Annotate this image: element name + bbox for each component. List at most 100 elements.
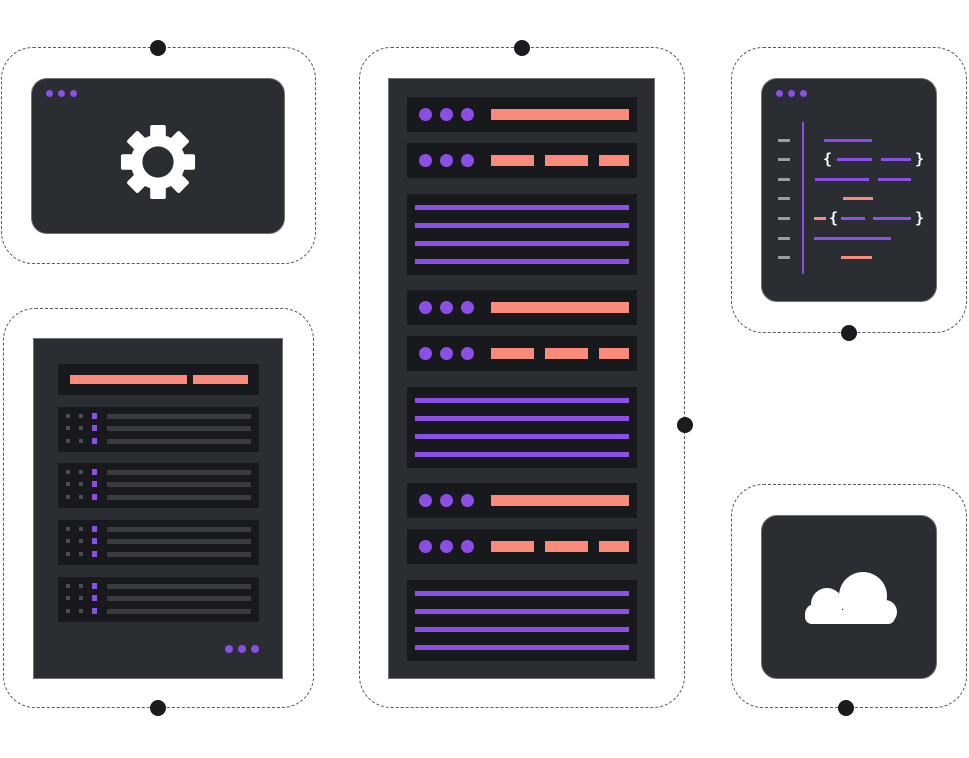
row-marker xyxy=(66,414,70,418)
close-brace: } xyxy=(915,150,925,168)
rack-unit xyxy=(407,336,637,371)
open-brace: { xyxy=(823,150,833,168)
rack-unit xyxy=(407,483,637,518)
row-marker xyxy=(79,482,83,486)
status-light xyxy=(440,301,453,314)
status-light xyxy=(461,154,474,167)
row-marker xyxy=(66,426,70,430)
line-number xyxy=(778,256,790,259)
vent-line xyxy=(415,259,629,264)
line-number xyxy=(778,139,790,142)
connector-dot xyxy=(841,325,857,341)
row-line xyxy=(107,414,251,419)
window-dot xyxy=(46,90,53,97)
row-line xyxy=(107,482,251,487)
status-light xyxy=(461,540,474,553)
vent-line xyxy=(415,241,629,246)
row-marker xyxy=(79,552,83,556)
row-marker xyxy=(66,596,70,600)
rack-panel xyxy=(407,194,637,275)
connector-dot xyxy=(514,40,530,56)
code-token xyxy=(873,217,911,220)
code-token xyxy=(841,256,872,259)
vent-line xyxy=(415,645,629,650)
code-token xyxy=(841,217,865,220)
row-marker xyxy=(79,527,83,531)
code-editor-window: { } { } xyxy=(761,78,937,302)
row-line xyxy=(107,539,251,544)
cloud-icon xyxy=(805,572,897,624)
row-marker xyxy=(66,495,70,499)
row-line xyxy=(107,439,251,444)
drive-bar xyxy=(491,495,629,506)
vent-line xyxy=(415,223,629,228)
rack-panel xyxy=(407,580,637,661)
file-list-header xyxy=(58,364,259,395)
vent-line xyxy=(415,609,629,614)
row-marker xyxy=(79,539,83,543)
row-line xyxy=(107,527,251,532)
vent-line xyxy=(415,416,629,421)
drive-bar xyxy=(545,155,588,166)
drive-bar xyxy=(491,541,534,552)
line-number xyxy=(778,217,790,220)
open-brace: { xyxy=(829,209,839,227)
row-marker xyxy=(92,583,97,589)
line-number xyxy=(778,158,790,161)
file-list-window xyxy=(33,338,283,679)
row-line xyxy=(107,495,251,500)
status-light xyxy=(440,347,453,360)
footer-dot xyxy=(225,645,233,653)
row-marker xyxy=(92,438,97,444)
row-marker xyxy=(92,595,97,601)
footer-dot xyxy=(238,645,246,653)
vent-line xyxy=(415,205,629,210)
status-light xyxy=(419,108,432,121)
gutter-divider xyxy=(802,122,804,274)
settings-window xyxy=(31,78,285,234)
rack-unit xyxy=(407,529,637,564)
row-marker xyxy=(79,426,83,430)
code-token xyxy=(837,158,872,161)
drive-bar xyxy=(599,541,629,552)
status-light xyxy=(419,540,432,553)
code-token xyxy=(881,158,911,161)
line-number xyxy=(778,178,790,181)
status-light xyxy=(461,494,474,507)
row-marker xyxy=(92,481,97,487)
status-light xyxy=(461,108,474,121)
file-row-group xyxy=(58,577,259,622)
drive-bar xyxy=(491,109,629,120)
connector-dot xyxy=(150,700,166,716)
drive-bar xyxy=(599,155,629,166)
row-marker xyxy=(66,584,70,588)
rack-panel xyxy=(407,387,637,468)
close-brace: } xyxy=(915,209,925,227)
line-number xyxy=(778,237,790,240)
drive-bar xyxy=(491,302,629,313)
header-bar xyxy=(70,375,187,384)
drive-bar xyxy=(599,348,629,359)
connector-dot xyxy=(150,40,166,56)
row-marker xyxy=(79,470,83,474)
code-token xyxy=(815,178,869,181)
status-light xyxy=(440,540,453,553)
status-light xyxy=(461,301,474,314)
row-marker xyxy=(66,482,70,486)
row-marker xyxy=(66,552,70,556)
drive-bar xyxy=(491,155,534,166)
vent-line xyxy=(415,398,629,403)
row-marker xyxy=(66,470,70,474)
status-light xyxy=(440,494,453,507)
row-line xyxy=(107,552,251,557)
code-token xyxy=(843,197,873,200)
footer-dot xyxy=(251,645,259,653)
row-line xyxy=(107,609,251,614)
file-row-group xyxy=(58,407,259,452)
row-line xyxy=(107,584,251,589)
rack-unit xyxy=(407,97,637,132)
window-dot xyxy=(58,90,65,97)
row-marker xyxy=(79,495,83,499)
rack-unit xyxy=(407,290,637,325)
